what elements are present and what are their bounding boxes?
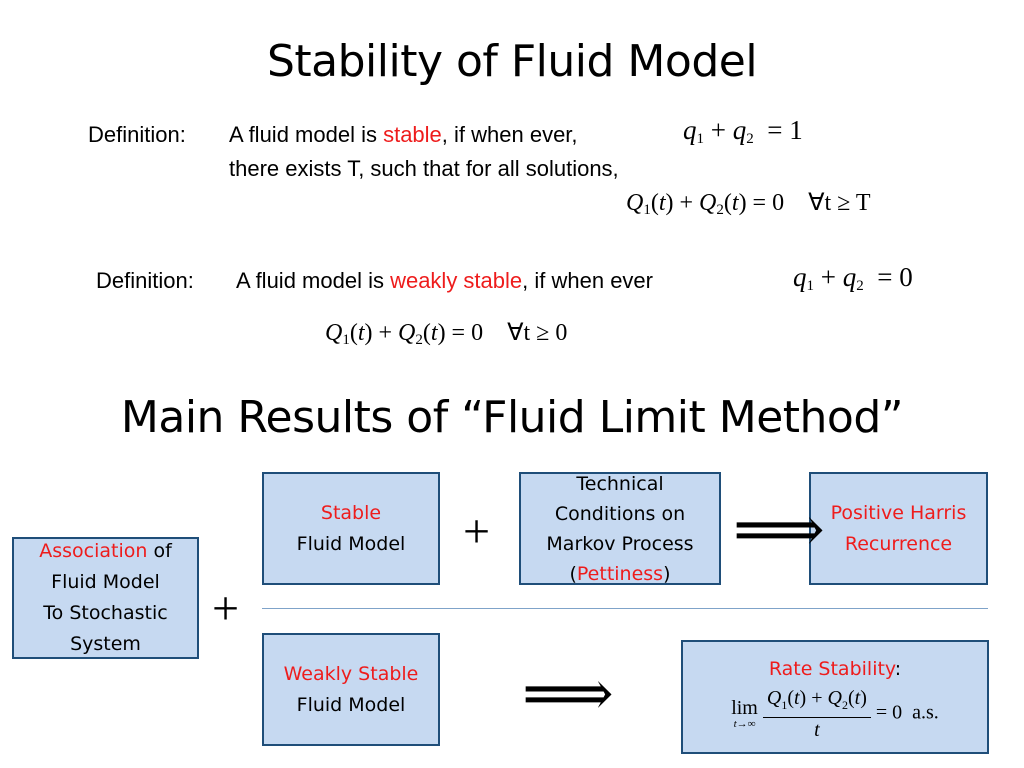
association-line3: To Stochastic xyxy=(43,602,168,624)
equation-Q-sum-zero-0: Q1(t) + Q2(t) = 0 ∀t ≥ 0 xyxy=(325,320,568,348)
definition-2-text: A fluid model is weakly stable, if when … xyxy=(236,268,653,294)
definition-1-line2: there exists T, such that for all soluti… xyxy=(229,156,619,181)
definition-2-keyword: weakly stable xyxy=(390,268,523,293)
definition-1-keyword: stable xyxy=(383,122,442,147)
rate-stability-heading: Rate Stability: xyxy=(769,654,901,684)
association-of: of xyxy=(147,540,172,562)
association-box: Association of Fluid Model To Stochastic… xyxy=(12,537,199,659)
lim-text: lim xyxy=(731,697,758,719)
implies-arrow-top: ⟹ xyxy=(733,493,825,567)
section-title: Main Results of “Fluid Limit Method” xyxy=(120,392,904,443)
definition-2-prefix: A fluid model is xyxy=(236,268,391,293)
definition-1-text: A fluid model is stable, if when ever, xyxy=(229,122,578,148)
plus-symbol-left: + xyxy=(212,582,240,635)
weakly-keyword: Weakly Stable xyxy=(283,662,419,685)
stable-line2: Fluid Model xyxy=(296,532,406,555)
technical-line1: Technical xyxy=(576,472,664,495)
association-line1: Association of xyxy=(39,536,172,567)
equation-Q-sum-zero-T: Q1(t) + Q2(t) = 0 ∀t ≥ T xyxy=(626,190,871,218)
association-keyword: Association xyxy=(39,540,148,562)
plus-symbol-top: + xyxy=(463,505,491,558)
association-line2: Fluid Model xyxy=(51,571,160,593)
positive-harris-box: Positive Harris Recurrence xyxy=(809,472,988,585)
definition-1-label: Definition: xyxy=(88,122,186,147)
technical-line4: (Pettiness) xyxy=(569,559,670,589)
rate-stability-keyword: Rate Stability xyxy=(768,658,895,680)
weakly-line2: Fluid Model xyxy=(296,693,406,716)
pettiness-keyword: Pettiness xyxy=(576,562,664,585)
equals-zero: = 0 xyxy=(875,701,913,724)
definition-2-label: Definition: xyxy=(96,268,194,293)
technical-line2: Conditions on xyxy=(554,502,686,525)
slide-title: Stability of Fluid Model xyxy=(266,36,758,87)
definition-1-prefix: A fluid model is xyxy=(229,122,384,147)
fraction-numerator: Q1(t) + Q2(t) xyxy=(762,686,871,718)
association-line4: System xyxy=(70,633,141,655)
harris-line2: Recurrence xyxy=(844,532,953,555)
fraction: Q1(t) + Q2(t) t xyxy=(762,686,871,742)
equation-q-sum-one: q1 + q2 = 1 xyxy=(683,115,803,147)
rate-colon: : xyxy=(894,658,902,680)
weakly-stable-box: Weakly Stable Fluid Model xyxy=(262,633,440,746)
fraction-denominator: t xyxy=(814,719,820,741)
implies-arrow-bottom: ⟹ xyxy=(522,657,614,731)
stable-keyword: Stable xyxy=(320,501,382,524)
lim-subscript: t→∞ xyxy=(733,718,756,730)
technical-conditions-box: Technical Conditions on Markov Process (… xyxy=(519,472,721,585)
paren-close: ) xyxy=(663,562,671,585)
paren-open: ( xyxy=(569,562,577,585)
definition-2-suffix: , if when ever xyxy=(522,268,653,293)
definition-1-suffix: , if when ever, xyxy=(441,122,578,147)
harris-line1: Positive Harris xyxy=(830,501,967,524)
equation-q-sum-zero: q1 + q2 = 0 xyxy=(793,262,913,294)
stable-fluid-model-box: Stable Fluid Model xyxy=(262,472,440,585)
almost-surely: a.s. xyxy=(912,701,939,724)
separator-line xyxy=(262,608,988,609)
technical-line3: Markov Process xyxy=(546,532,694,555)
